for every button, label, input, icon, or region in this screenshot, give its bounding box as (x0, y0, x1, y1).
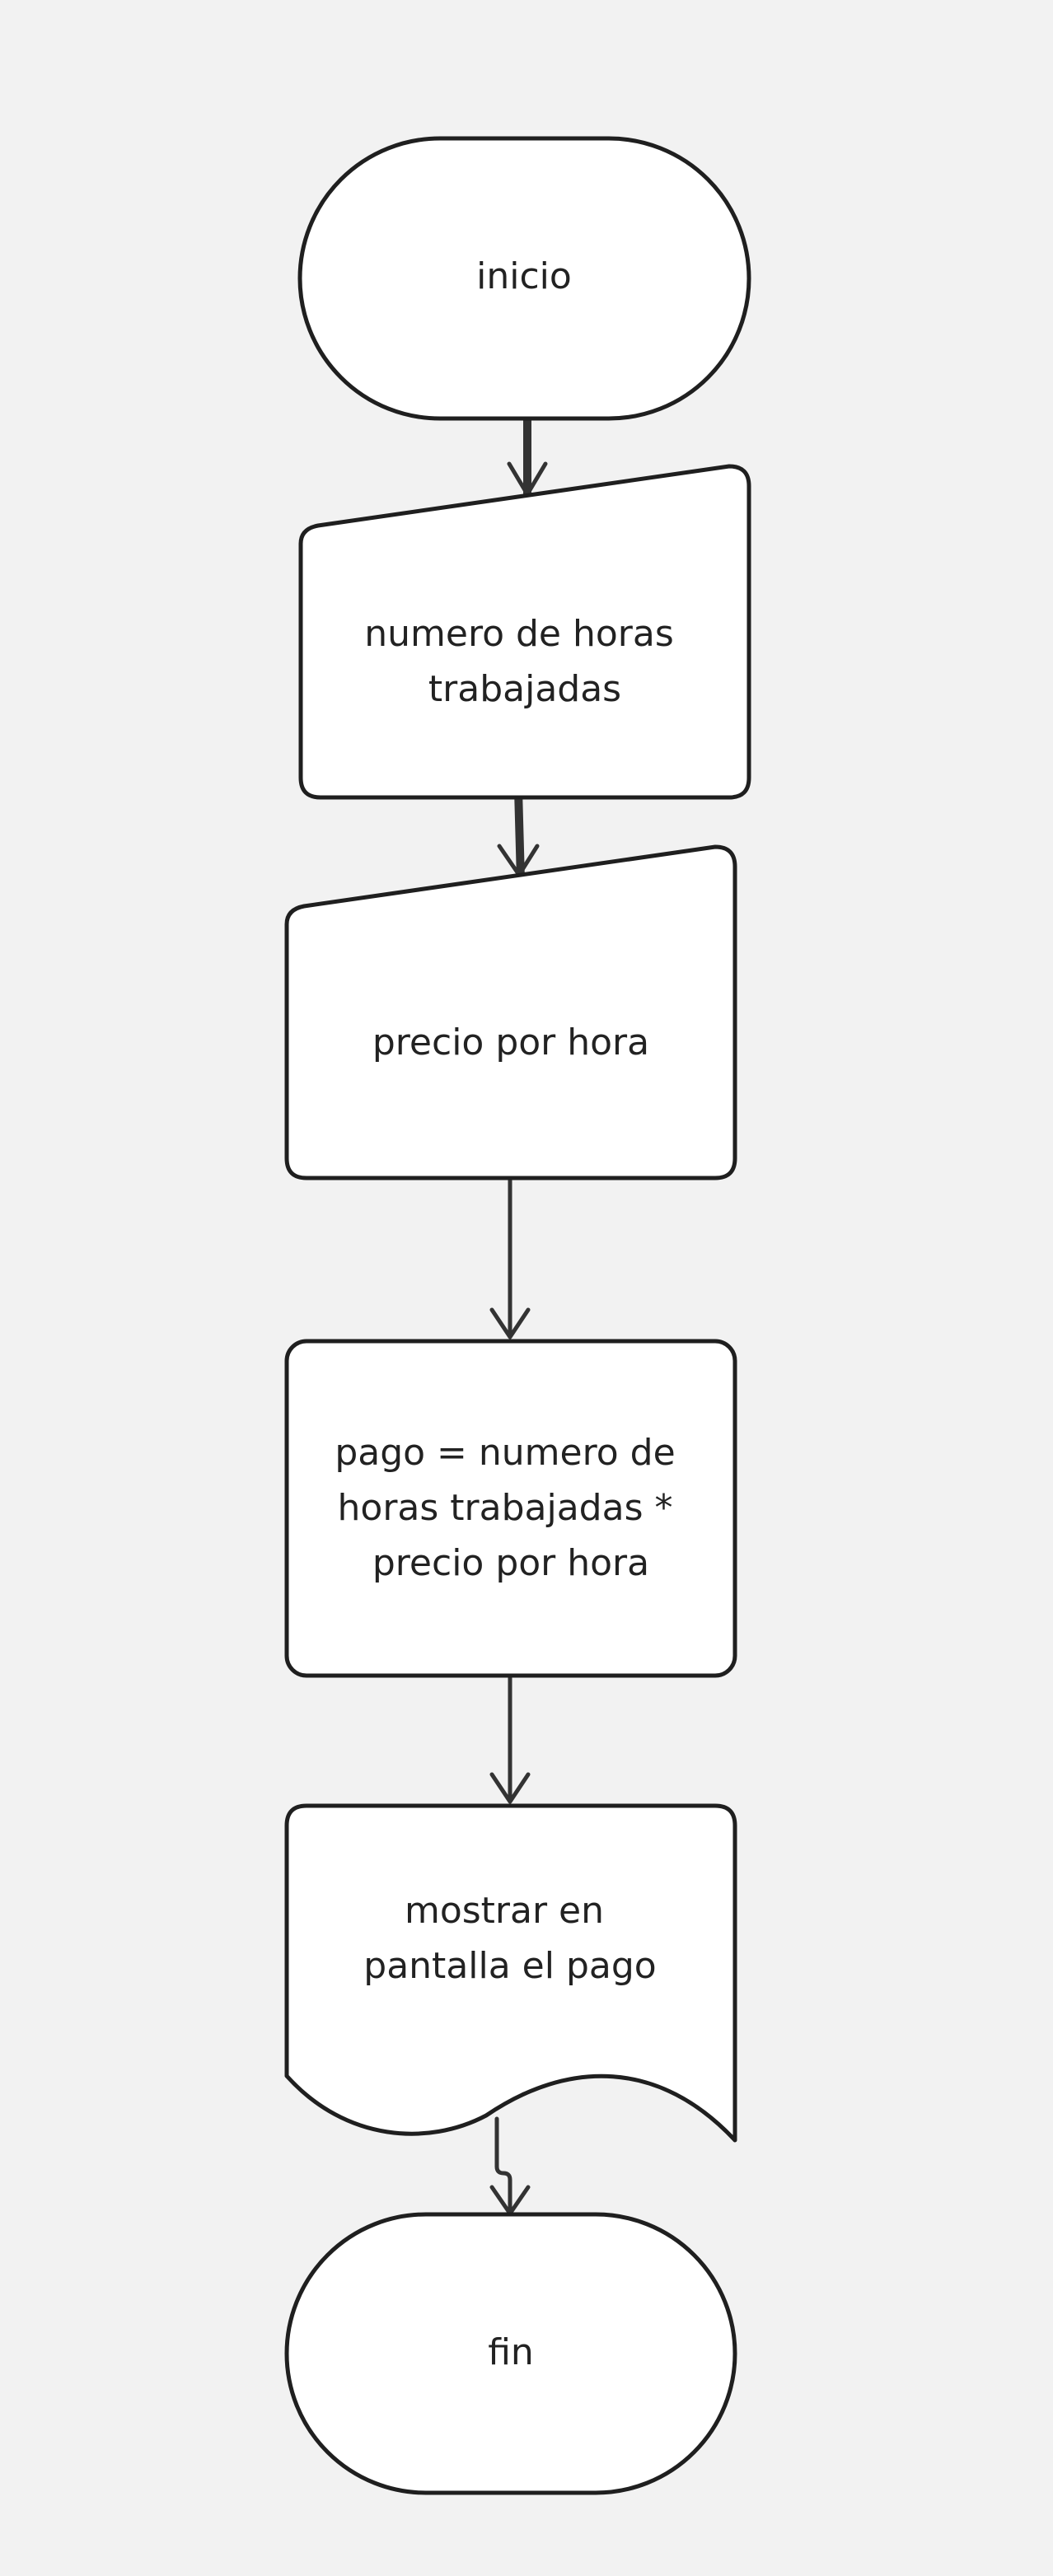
edge-precio-to-pago (489, 1177, 531, 1339)
edge-pago-to-mostrar (489, 1676, 531, 1804)
node-inicio-label: inicio (476, 255, 572, 297)
terminal-shape (297, 136, 751, 421)
document-shape (284, 1803, 737, 2143)
node-fin-label: fin (488, 2331, 534, 2373)
node-mostrar-pago-label: mostrar en pantalla el pago (363, 1890, 656, 1987)
terminal-shape (284, 2212, 737, 2495)
node-pago-label: pago = numero de horas trabajadas * prec… (335, 1432, 686, 1584)
manual-input-shape (284, 844, 737, 1180)
node-numero-de-horas-label: numero de horas trabajadas (364, 613, 686, 710)
process-shape (284, 1339, 737, 1678)
node-precio-por-hora[interactable]: precio por hora (284, 844, 737, 1180)
node-pago[interactable]: pago = numero de horas trabajadas * prec… (284, 1339, 737, 1678)
node-numero-de-horas[interactable]: numero de horas trabajadas (298, 464, 751, 800)
node-inicio[interactable]: inicio (297, 136, 751, 421)
node-fin[interactable]: fin (284, 2212, 737, 2495)
manual-input-shape (298, 464, 751, 800)
node-precio-por-hora-label: precio por hora (372, 1022, 649, 1064)
node-mostrar-pago[interactable]: mostrar en pantalla el pago (284, 1803, 737, 2143)
